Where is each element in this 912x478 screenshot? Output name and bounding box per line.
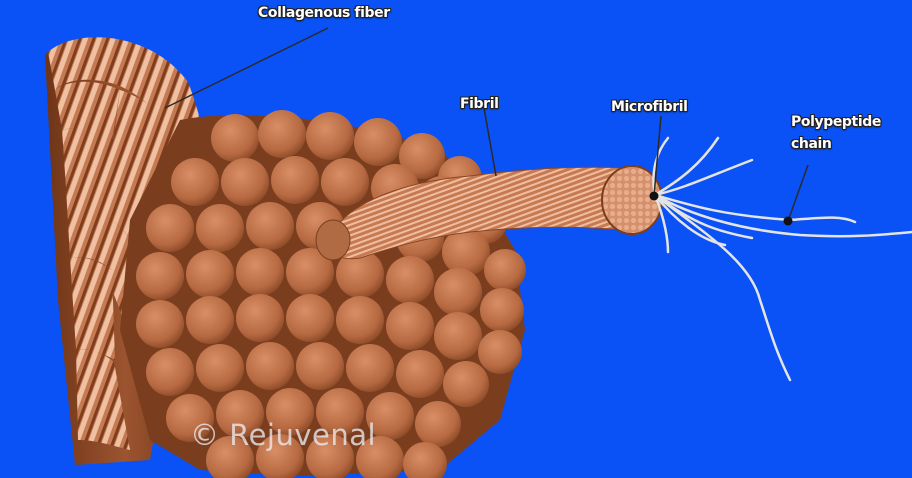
- label-microfibril: Microfibril: [611, 99, 688, 115]
- label-fibril: Fibril: [460, 96, 499, 112]
- watermark: © Rejuvenal: [190, 418, 376, 452]
- label-collagenous-fiber: Collagenous fiber: [258, 5, 390, 21]
- polypeptide-marker-dot: [784, 217, 793, 226]
- label-polypeptide-line1: Polypeptide: [791, 114, 881, 130]
- polypeptide-chains: [653, 138, 912, 380]
- microfibril-marker-dot: [650, 192, 659, 201]
- label-polypeptide-line2: chain: [791, 136, 831, 152]
